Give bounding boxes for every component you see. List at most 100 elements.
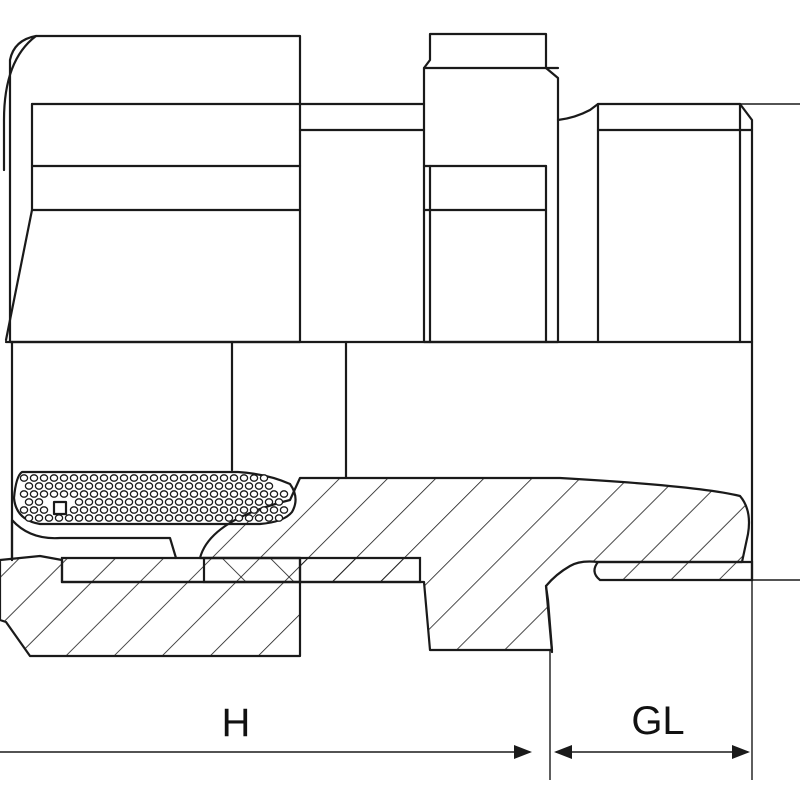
insert-bead [79, 490, 89, 498]
insert-bead [119, 490, 129, 498]
insert-bead [99, 506, 109, 514]
insert-bead [114, 498, 124, 506]
insert-bead [239, 474, 249, 482]
insert-bead [219, 474, 229, 482]
insert-bead [49, 474, 59, 482]
insert-bead [109, 506, 119, 514]
insert-bead [104, 498, 114, 506]
insert-bead [254, 498, 264, 506]
insert-bead [129, 490, 139, 498]
insert-bead [249, 506, 259, 514]
insert-bead [69, 506, 79, 514]
insert-bead [204, 514, 214, 522]
insert-bead [149, 490, 159, 498]
insert-bead [84, 482, 94, 490]
insert-bead [194, 514, 204, 522]
insert-bead [159, 506, 169, 514]
insert-bead [64, 514, 74, 522]
insert-bead [174, 482, 184, 490]
insert-bead [109, 490, 119, 498]
insert-bead [139, 506, 149, 514]
insert-bead [249, 474, 259, 482]
insert-bead [29, 506, 39, 514]
insert-bead [54, 482, 64, 490]
insert-bead [264, 498, 274, 506]
insert-bead [229, 490, 239, 498]
dimension-gl-label: GL [631, 699, 684, 743]
insert-bead [129, 474, 139, 482]
insert-bead [274, 514, 284, 522]
insert-bead [154, 482, 164, 490]
insert-bead [34, 482, 44, 490]
insert-bead [129, 506, 139, 514]
insert-bead [174, 514, 184, 522]
insert-bead [204, 498, 214, 506]
insert-bead [99, 474, 109, 482]
insert-bead [109, 474, 119, 482]
insert-bead [164, 514, 174, 522]
insert-bead [74, 482, 84, 490]
insert-bead [139, 474, 149, 482]
insert-bead [189, 490, 199, 498]
insert-bead [94, 514, 104, 522]
insert-bead [269, 506, 279, 514]
insert-bead [244, 514, 254, 522]
insert-bead [254, 482, 264, 490]
insert-bead [39, 506, 49, 514]
insert-bead [29, 490, 39, 498]
insert-bead [164, 498, 174, 506]
insert-bead [29, 474, 39, 482]
insert-bead [99, 490, 109, 498]
insert-bead [79, 506, 89, 514]
insert-bead [239, 490, 249, 498]
insert-bead [94, 498, 104, 506]
insert-bead [244, 498, 254, 506]
insert-bead [169, 506, 179, 514]
insert-bead [44, 514, 54, 522]
insert-bead [204, 482, 214, 490]
insert-bead [184, 482, 194, 490]
insert-bead [229, 506, 239, 514]
insert-bead [174, 498, 184, 506]
insert-bead [79, 474, 89, 482]
insert-bead [134, 482, 144, 490]
cap-nut [2, 34, 302, 344]
insert-bead [89, 490, 99, 498]
insert-bead [244, 482, 254, 490]
insert-bead [179, 490, 189, 498]
insert-bead [149, 506, 159, 514]
insert-bead [24, 482, 34, 490]
insert-bead [144, 514, 154, 522]
insert-bead [199, 506, 209, 514]
insert-bead [74, 514, 84, 522]
dimension-h-label: H [222, 701, 251, 745]
insert-bead [169, 474, 179, 482]
insert-bead [104, 514, 114, 522]
insert-bead [234, 482, 244, 490]
threaded-entry [556, 102, 800, 344]
insert-bead [69, 474, 79, 482]
insert-bead [84, 514, 94, 522]
inner-contour [10, 518, 554, 654]
insert-bead [39, 490, 49, 498]
insert-bead [124, 482, 134, 490]
insert-bead [199, 474, 209, 482]
insert-bead [169, 490, 179, 498]
insert-bead [184, 498, 194, 506]
insert-bead [194, 498, 204, 506]
insert-bead [259, 506, 269, 514]
insert-bead [34, 498, 44, 506]
insert-bead [279, 490, 289, 498]
insert-bead [24, 514, 34, 522]
insert-bead [214, 482, 224, 490]
insert-bead [179, 506, 189, 514]
insert-bead [234, 514, 244, 522]
insert-bead [119, 506, 129, 514]
insert-bead [39, 474, 49, 482]
insert-bead [239, 506, 249, 514]
insert-bead [124, 498, 134, 506]
insert-bead [219, 506, 229, 514]
insert-bead [194, 482, 204, 490]
insert-bead [134, 498, 144, 506]
